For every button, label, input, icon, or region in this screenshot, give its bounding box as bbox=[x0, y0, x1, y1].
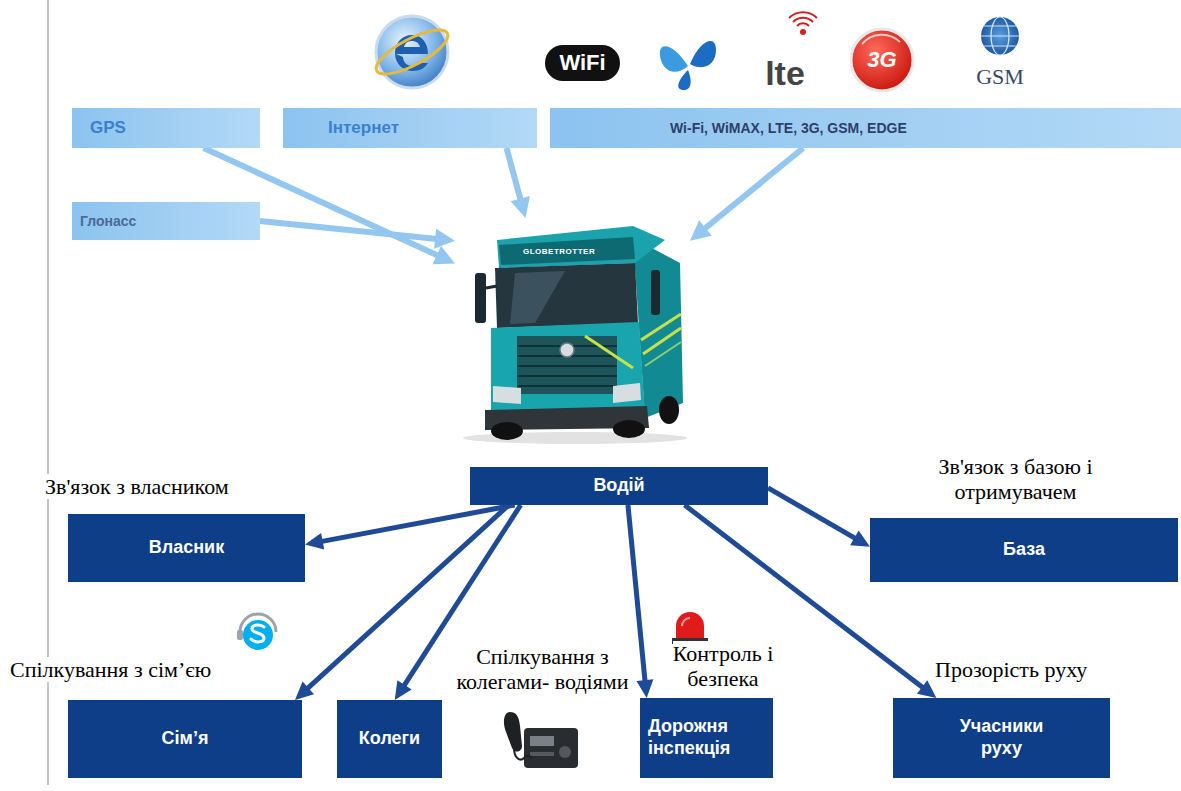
party-box: Контроль і безпекаДорожня інспекція bbox=[640, 698, 773, 778]
box-text: База bbox=[1003, 539, 1045, 561]
party-box: Спілкування з сім’єюСім’я bbox=[68, 700, 302, 778]
arrow-head bbox=[434, 229, 455, 249]
arrow-line bbox=[704, 148, 803, 229]
box-text: Колеги bbox=[359, 728, 420, 750]
3g-icon bbox=[851, 29, 913, 91]
box-text: Власник bbox=[149, 537, 224, 559]
arrow-head bbox=[636, 679, 653, 698]
heading-text: Зв'язок з власником bbox=[45, 474, 229, 499]
box-text: Учасники руху bbox=[944, 716, 1059, 759]
party-box: Зв'язок з власникомВласник bbox=[68, 514, 305, 582]
heading-text: Прозорість руху bbox=[935, 657, 1087, 682]
box-heading: Зв'язок з власником bbox=[45, 475, 335, 500]
box-text: Дорожня інспекція bbox=[648, 716, 760, 759]
box-text: GPS bbox=[90, 118, 252, 138]
box-heading: Спілкування з колегами- водіями bbox=[455, 645, 630, 695]
connector-arrow bbox=[628, 505, 653, 698]
truck-node: GLOBETROTTER bbox=[455, 218, 690, 445]
gsm-logo-text: GSM bbox=[962, 62, 1038, 92]
connector-arrow bbox=[260, 221, 455, 249]
box-heading: Контроль і безпека bbox=[648, 642, 798, 692]
arrow-line bbox=[507, 148, 521, 201]
lte-logo-text: lte bbox=[752, 52, 818, 94]
source-band: Інтернет bbox=[283, 108, 537, 148]
arrow-head bbox=[850, 530, 870, 546]
arrow-head bbox=[395, 680, 412, 700]
heading-text: Контроль і безпека bbox=[673, 641, 774, 691]
heading-text: Зв'язок з базою і отримувачем bbox=[939, 454, 1093, 504]
cab-lettering: GLOBETROTTER bbox=[523, 247, 595, 257]
party-box: Прозорість рухуУчасники руху bbox=[893, 698, 1110, 778]
connector-arrow bbox=[507, 148, 530, 218]
3g-logo-text: 3G bbox=[852, 45, 912, 75]
arrow-line bbox=[260, 221, 437, 239]
lte-signal-icon bbox=[789, 12, 817, 35]
arrow-head bbox=[295, 682, 314, 700]
heading-text: Спілкування з колегами- водіями bbox=[456, 644, 628, 694]
box-heading: Зв'язок з базою і отримувачем bbox=[893, 455, 1138, 505]
driver-box: Водій bbox=[470, 467, 768, 505]
arrow-head bbox=[690, 220, 712, 240]
truck-illustration bbox=[463, 226, 687, 444]
box-text: Інтернет bbox=[328, 118, 529, 138]
source-band: Wi-Fi, WiMAX, LTE, 3G, GSM, EDGE bbox=[550, 108, 1181, 148]
internet-globe-icon bbox=[371, 16, 454, 88]
party-box: Зв'язок з базою і отримувачемБаза bbox=[870, 518, 1178, 582]
siren-icon bbox=[672, 612, 708, 644]
box-heading: Прозорість руху bbox=[935, 658, 1155, 683]
box-text: Глонасс bbox=[80, 213, 252, 230]
source-band: GPS bbox=[72, 108, 260, 148]
box-text: Wi-Fi, WiMAX, LTE, 3G, GSM, EDGE bbox=[670, 120, 1175, 137]
wimax-icon bbox=[660, 41, 716, 90]
arrow-head bbox=[511, 196, 530, 218]
arrow-line bbox=[768, 488, 856, 539]
box-heading: Спілкування з сім’єю bbox=[10, 658, 340, 683]
box-text: Сім’я bbox=[162, 728, 209, 750]
box-text: Водій bbox=[593, 475, 644, 497]
cb-radio-icon bbox=[504, 712, 578, 768]
heading-text: Спілкування з сім’єю bbox=[10, 657, 211, 682]
arrow-head bbox=[917, 680, 936, 698]
arrow-head bbox=[433, 246, 455, 264]
source-band: Глонасс bbox=[72, 202, 260, 240]
wifi-logo-text: WiFi bbox=[545, 45, 620, 81]
gsm-globe-icon bbox=[981, 17, 1019, 55]
connector-arrow bbox=[690, 148, 803, 241]
arrow-line bbox=[628, 505, 645, 682]
skype-icon bbox=[237, 614, 276, 650]
party-box: Спілкування з колегами- водіямиКолеги bbox=[337, 700, 442, 778]
arrow-head bbox=[305, 533, 324, 550]
connector-arrow bbox=[768, 488, 870, 547]
wifi-logo bbox=[545, 45, 620, 81]
